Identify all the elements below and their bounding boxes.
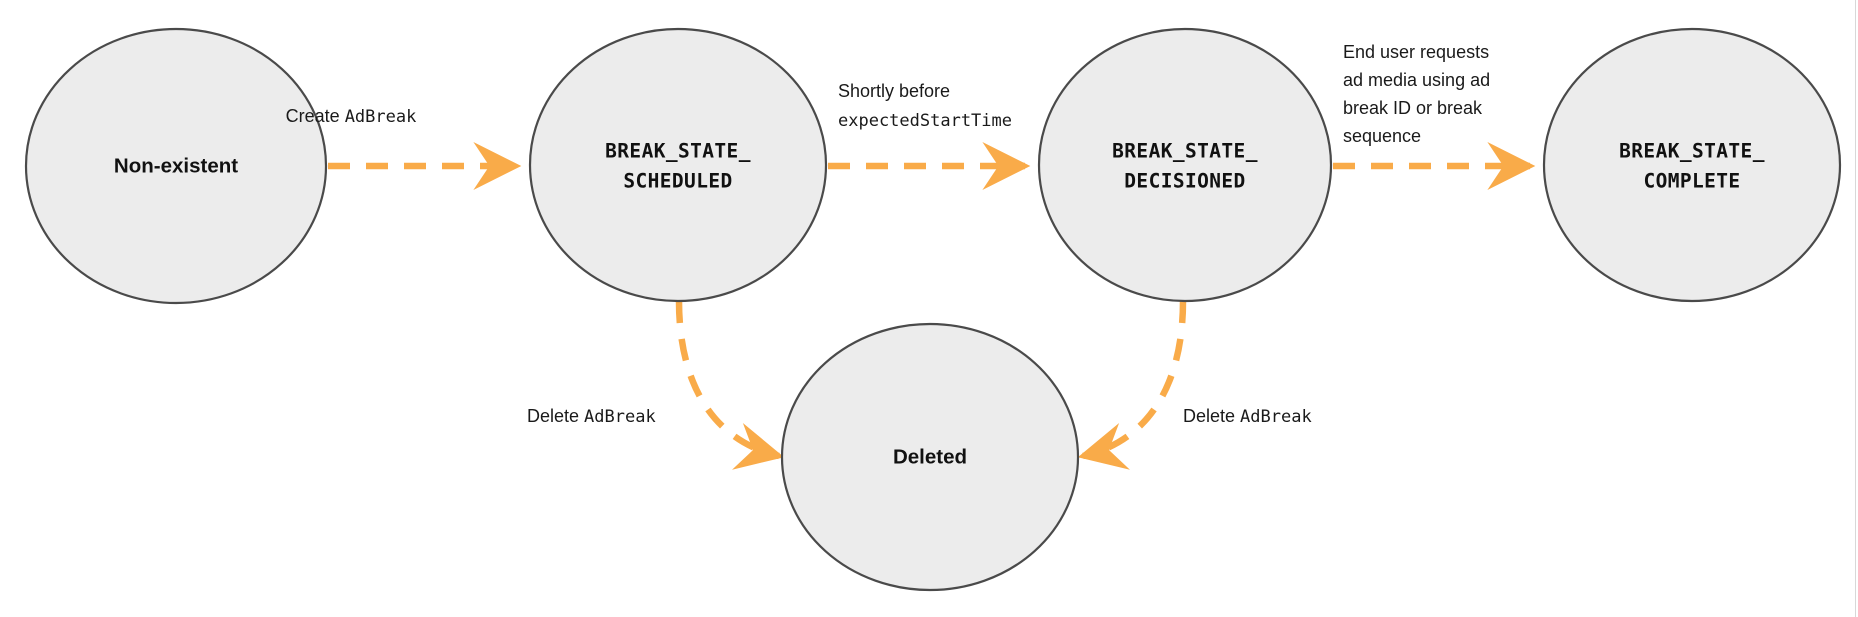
- node-break-state-complete-label-2: COMPLETE: [1643, 170, 1740, 193]
- edge-label-delete-adbreak-right-part-1: Delete: [1183, 406, 1240, 426]
- edge-label-delete-adbreak-from-decisioned: Delete AdBreak: [1183, 406, 1312, 427]
- edge-label-end-user-requests-line-1: End user requests: [1343, 42, 1489, 62]
- node-break-state-complete-shape[interactable]: [1542, 27, 1842, 303]
- node-deleted-label: Deleted: [893, 446, 967, 469]
- node-break-state-decisioned[interactable]: BREAK_STATE_ DECISIONED: [1037, 27, 1333, 303]
- edge-label-end-user-requests-line-3: break ID or break: [1343, 98, 1483, 118]
- node-break-state-decisioned-shape[interactable]: [1037, 27, 1333, 303]
- node-non-existent-label: Non-existent: [114, 155, 238, 178]
- edge-delete-adbreak-from-decisioned: [1077, 300, 1187, 470]
- node-non-existent[interactable]: Non-existent: [24, 27, 328, 305]
- edge-label-delete-adbreak-from-scheduled: Delete AdBreak: [527, 406, 656, 427]
- edge-label-create-adbreak-part-2: AdBreak: [345, 107, 417, 127]
- node-deleted[interactable]: Deleted: [780, 322, 1080, 592]
- edge-label-end-user-requests-line-2: ad media using ad: [1343, 70, 1490, 90]
- edge-label-delete-adbreak-left-part-1: Delete: [527, 406, 584, 426]
- node-break-state-scheduled-label-2: SCHEDULED: [623, 170, 732, 193]
- edge-label-delete-adbreak-right-part-2: AdBreak: [1240, 407, 1312, 427]
- right-edge-divider: [1855, 0, 1856, 617]
- edge-delete-adbreak-from-scheduled: [675, 300, 785, 470]
- node-break-state-scheduled[interactable]: BREAK_STATE_ SCHEDULED: [528, 27, 828, 303]
- node-break-state-decisioned-label: BREAK_STATE_: [1112, 140, 1258, 163]
- node-break-state-complete[interactable]: BREAK_STATE_ COMPLETE: [1542, 27, 1842, 303]
- node-break-state-decisioned-label-2: DECISIONED: [1124, 170, 1245, 193]
- edge-label-end-user-requests-line-4: sequence: [1343, 126, 1421, 146]
- node-break-state-scheduled-label: BREAK_STATE_: [605, 140, 751, 163]
- node-break-state-complete-label: BREAK_STATE_: [1619, 140, 1765, 163]
- edge-labels-layer: Create AdBreak Shortly before expectedSt…: [286, 42, 1490, 427]
- node-break-state-scheduled-shape[interactable]: [528, 27, 828, 303]
- edge-label-create-adbreak: Create AdBreak: [286, 106, 417, 127]
- edge-label-expectedstarttime-line-2: expectedStartTime: [838, 111, 1012, 131]
- edge-label-delete-adbreak-left-part-2: AdBreak: [584, 407, 656, 427]
- node-non-existent-shape[interactable]: [24, 27, 328, 305]
- nodes-layer: Non-existent BREAK_STATE_ SCHEDULED BREA…: [24, 27, 1842, 592]
- edge-label-create-adbreak-part-1: Create: [286, 106, 345, 126]
- node-deleted-shape[interactable]: [780, 322, 1080, 592]
- edges-layer: [328, 142, 1536, 470]
- edge-label-shortly-before-line-1: Shortly before: [838, 81, 950, 101]
